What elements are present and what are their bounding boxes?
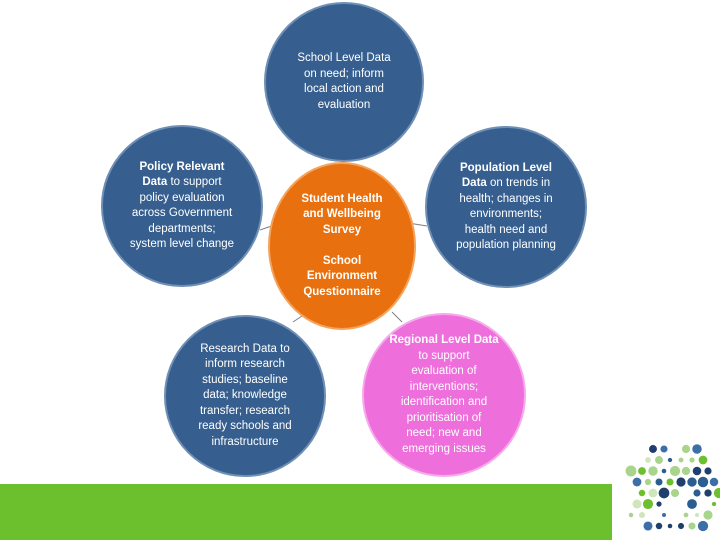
logo-dot (687, 477, 697, 487)
logo-dot (638, 467, 646, 475)
logo-dot (658, 487, 670, 499)
logo-dot (697, 520, 709, 532)
logo-dot (645, 457, 651, 463)
population-level-data-node: Population Level Data on trends in healt… (425, 126, 587, 288)
logo-dot (655, 478, 663, 486)
logo-dot (667, 457, 673, 463)
logo-dot (689, 457, 695, 463)
logo-dot (698, 455, 708, 465)
logo-dot (694, 512, 700, 518)
logo-dot (697, 476, 709, 488)
logo-dot (649, 445, 657, 453)
logo-dot (704, 489, 712, 497)
center-questionnaire-title: School (322, 254, 362, 267)
regional-title: Regional Level Data (389, 334, 499, 346)
logo-dot (656, 501, 662, 507)
connector-regional (391, 311, 403, 323)
logo-dot (683, 512, 689, 518)
logo-dot (648, 488, 658, 498)
logo-dot (678, 457, 684, 463)
logo-dot (638, 511, 646, 519)
footer-green-bar (0, 484, 615, 540)
logo-dot (666, 478, 674, 486)
logo-dot (643, 521, 653, 531)
school-title: School Level Data (297, 52, 391, 64)
logo-dot (688, 522, 696, 530)
logo-dot (655, 456, 663, 464)
logo-dot (704, 467, 712, 475)
policy-relevant-data-node: Policy Relevant Data to support policy e… (101, 125, 263, 287)
center-survey-node: Student Health and Wellbeing Survey Scho… (268, 162, 416, 330)
logo-dot (638, 489, 646, 497)
logo-dot (632, 499, 642, 509)
logo-dot (632, 477, 642, 487)
logo-dot (713, 487, 720, 499)
logo-dot (681, 444, 691, 454)
logo-dot (709, 477, 719, 487)
logo-dot (625, 465, 637, 477)
center-survey-title: Student Health (301, 192, 383, 205)
logo-dot (642, 498, 654, 510)
logo-dot (692, 444, 702, 454)
organisation-logo (612, 428, 720, 540)
population-title: Population Level (459, 161, 552, 174)
logo-dot (703, 510, 713, 520)
logo-dot (676, 477, 686, 487)
logo-dot (669, 465, 681, 477)
logo-dot (644, 478, 652, 486)
logo-dot (660, 445, 668, 453)
logo-dot (687, 499, 697, 509)
research-data-node: Research Data to inform research studies… (164, 315, 326, 477)
logo-dot (681, 466, 691, 476)
logo-dot (693, 489, 701, 497)
logo-dot (670, 488, 680, 498)
logo-dot (628, 512, 634, 518)
research-title: Research Data (200, 342, 277, 355)
logo-dot (692, 466, 702, 476)
logo-dot (711, 501, 717, 507)
policy-title: Policy Relevant (139, 160, 225, 173)
dot-cluster-logo-icon (625, 444, 720, 532)
logo-dot (661, 468, 667, 474)
school-level-data-node: School Level Data on need; inform local … (264, 2, 424, 162)
logo-dot (661, 512, 667, 518)
logo-dot (655, 522, 663, 530)
logo-dot (677, 522, 685, 530)
regional-level-data-node: Regional Level Data to support evaluatio… (362, 313, 526, 477)
logo-dot (648, 466, 658, 476)
logo-dot (667, 523, 673, 529)
